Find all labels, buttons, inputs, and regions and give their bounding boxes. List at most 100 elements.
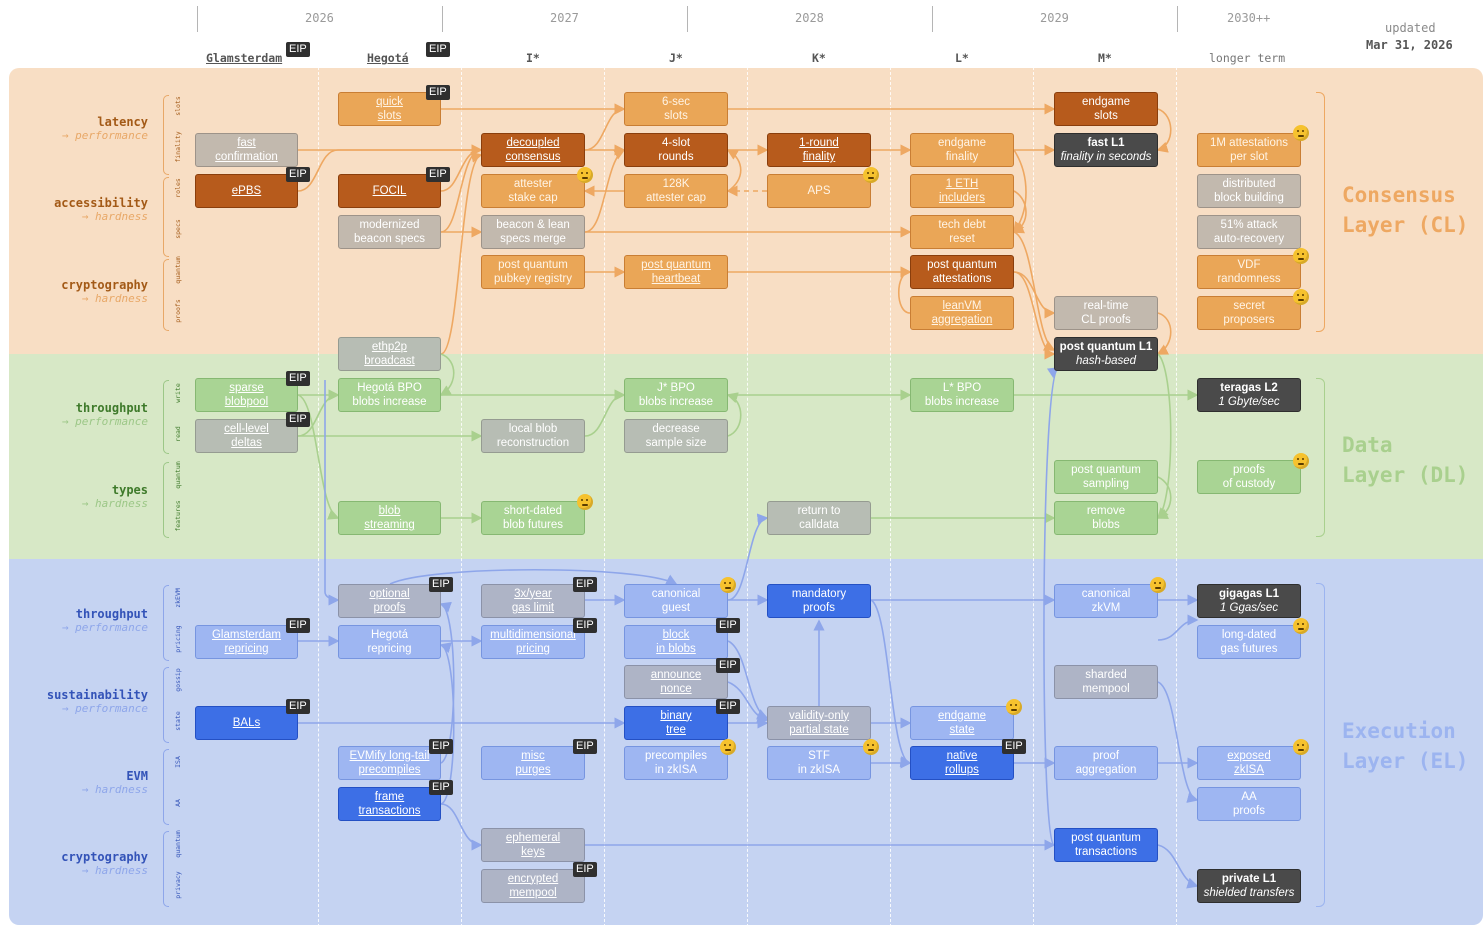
eip-badge: EIP <box>429 577 453 592</box>
group-evm: EVM→ hardness <box>81 769 148 796</box>
thinking-emoji-icon <box>720 739 736 755</box>
thinking-emoji-icon <box>720 577 736 593</box>
fork-k: K* <box>812 51 826 65</box>
group-cryptography-cl: cryptography→ hardness <box>61 278 148 305</box>
year-label: 2028 <box>795 11 824 25</box>
eip-badge: EIP <box>426 42 450 57</box>
arrow <box>870 599 912 768</box>
node-epbs[interactable]: ePBS <box>195 174 298 208</box>
arrow <box>1013 149 1027 234</box>
group-brace <box>163 585 169 661</box>
arrow <box>297 144 483 192</box>
group-brace <box>163 462 169 538</box>
thinking-emoji-icon <box>1293 453 1309 469</box>
column-divider <box>1176 62 1177 927</box>
thinking-emoji-icon <box>1293 289 1309 305</box>
eip-badge: EIP <box>429 780 453 795</box>
node-bals[interactable]: BALs <box>195 706 298 740</box>
arrow <box>439 353 455 396</box>
column-divider <box>318 62 319 927</box>
layer-brace <box>1316 92 1325 332</box>
node-aps[interactable]: APS <box>767 174 871 208</box>
arrow <box>727 640 769 720</box>
arrow <box>1157 844 1199 889</box>
group-sustainability: sustainability→ performance <box>46 688 148 715</box>
group-accessibility: accessibility→ hardness <box>54 196 148 223</box>
arrow <box>1013 231 1056 351</box>
node-focil[interactable]: FOCIL <box>338 174 441 208</box>
